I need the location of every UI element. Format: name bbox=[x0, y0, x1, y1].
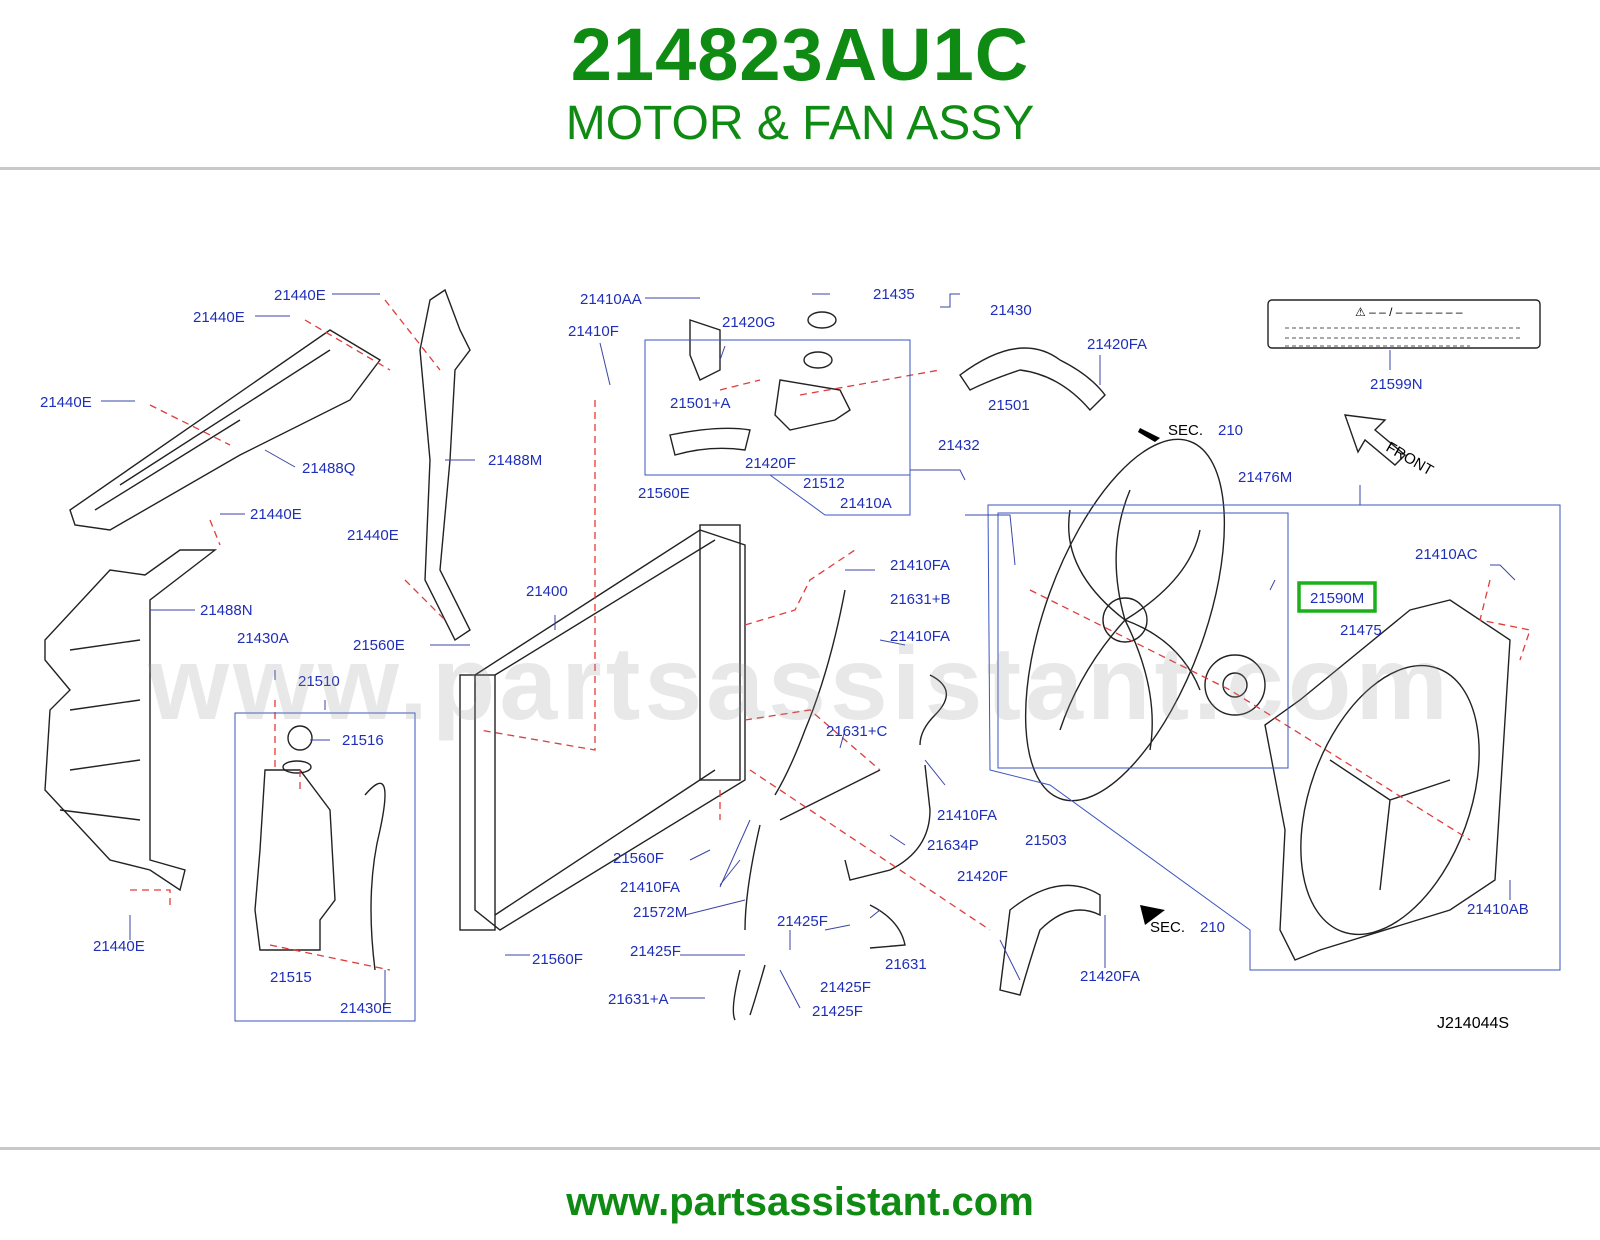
reservoir-tank bbox=[254, 725, 386, 971]
fan-shroud bbox=[1264, 599, 1511, 961]
label-21425F: 21425F bbox=[630, 943, 681, 960]
label-21510: 21510 bbox=[298, 673, 340, 690]
front-label: FRONT bbox=[1383, 439, 1436, 480]
label-21572M: 21572M bbox=[633, 904, 687, 921]
upper-hose bbox=[669, 347, 1106, 456]
sec-ref-label: SEC. bbox=[1150, 919, 1185, 936]
label-21410F: 21410F bbox=[568, 323, 619, 340]
label-21560E: 21560E bbox=[353, 637, 405, 654]
label-21631+C: 21631+C bbox=[826, 723, 887, 740]
label-21410AB: 21410AB bbox=[1467, 901, 1529, 918]
small-hoses bbox=[732, 589, 947, 1021]
leader-lines bbox=[101, 293, 1516, 1009]
label-21631+B: 21631+B bbox=[890, 591, 950, 608]
label-21420F: 21420F bbox=[745, 455, 796, 472]
sec-ref-number: 210 bbox=[1200, 919, 1225, 936]
website-footer[interactable]: www.partsassistant.com bbox=[566, 1180, 1034, 1224]
label-21475: 21475 bbox=[1340, 622, 1382, 639]
group-boxes bbox=[234, 339, 1561, 1022]
header-divider bbox=[0, 167, 1600, 170]
part-number-title: 214823AU1C bbox=[570, 13, 1030, 96]
highlight-box-21590M bbox=[1297, 581, 1377, 613]
label-21400: 21400 bbox=[526, 583, 568, 600]
fan-motor-assy bbox=[1024, 438, 1266, 802]
label-21501+A: 21501+A bbox=[670, 395, 730, 412]
label-21410AC: 21410AC bbox=[1415, 546, 1478, 563]
label-21410A: 21410A bbox=[840, 495, 892, 512]
label-21503: 21503 bbox=[1025, 832, 1067, 849]
label-21590M: 21590M bbox=[1310, 590, 1364, 607]
air-guide-upper bbox=[69, 329, 382, 531]
caution-label-symbol: ⚠ – – / – – – – – – – bbox=[1355, 305, 1463, 319]
label-21420F: 21420F bbox=[957, 868, 1008, 885]
label-21501: 21501 bbox=[988, 397, 1030, 414]
label-21410FA: 21410FA bbox=[620, 879, 680, 896]
label-21430: 21430 bbox=[990, 302, 1032, 319]
thermostat-housing bbox=[689, 311, 851, 431]
footer-divider bbox=[0, 1147, 1600, 1150]
label-21599N: 21599N bbox=[1370, 376, 1423, 393]
label-21516: 21516 bbox=[342, 732, 384, 749]
diagram-code: J214044S bbox=[1437, 1015, 1509, 1032]
sec-arrows bbox=[1138, 428, 1165, 925]
label-21515: 21515 bbox=[270, 969, 312, 986]
label-21476M: 21476M bbox=[1238, 469, 1292, 486]
label-21488N: 21488N bbox=[200, 602, 253, 619]
label-21631+A: 21631+A bbox=[608, 991, 668, 1008]
label-21430A: 21430A bbox=[237, 630, 289, 647]
label-21440E: 21440E bbox=[193, 309, 245, 326]
caution-label-plate bbox=[1267, 299, 1541, 349]
label-21560F: 21560F bbox=[532, 951, 583, 968]
assembly-lines bbox=[130, 299, 1531, 971]
parts-diagram: 21440E 21440E 21440E 21440E 21440E 21440… bbox=[40, 286, 1561, 1032]
label-21420FA: 21420FA bbox=[1087, 336, 1147, 353]
label-21432: 21432 bbox=[938, 437, 980, 454]
label-21435: 21435 bbox=[873, 286, 915, 303]
label-21425F: 21425F bbox=[812, 1003, 863, 1020]
label-21425F: 21425F bbox=[777, 913, 828, 930]
label-21440E: 21440E bbox=[93, 938, 145, 955]
radiator-core bbox=[459, 524, 746, 931]
label-21488Q: 21488Q bbox=[302, 460, 355, 477]
label-21560E: 21560E bbox=[638, 485, 690, 502]
label-21420FA: 21420FA bbox=[1080, 968, 1140, 985]
label-21425F: 21425F bbox=[820, 979, 871, 996]
label-21488M: 21488M bbox=[488, 452, 542, 469]
front-arrow bbox=[1343, 414, 1407, 466]
lower-hose bbox=[999, 884, 1101, 996]
sec-ref-label: SEC. bbox=[1168, 422, 1203, 439]
label-21410FA: 21410FA bbox=[890, 628, 950, 645]
label-21420G: 21420G bbox=[722, 314, 775, 331]
label-21410FA: 21410FA bbox=[890, 557, 950, 574]
label-21440E: 21440E bbox=[274, 287, 326, 304]
radiator-side-seal bbox=[419, 288, 471, 642]
part-name-subtitle: MOTOR & FAN ASSY bbox=[565, 97, 1035, 150]
label-21512: 21512 bbox=[803, 475, 845, 492]
sec-ref-number: 210 bbox=[1218, 422, 1243, 439]
label-21440E: 21440E bbox=[347, 527, 399, 544]
label-21634P: 21634P bbox=[927, 837, 979, 854]
part-labels: 21440E 21440E 21440E 21440E 21440E 21440… bbox=[40, 286, 1529, 1032]
label-21440E: 21440E bbox=[250, 506, 302, 523]
label-21410FA: 21410FA bbox=[937, 807, 997, 824]
label-21430E: 21430E bbox=[340, 1000, 392, 1017]
label-21440E: 21440E bbox=[40, 394, 92, 411]
air-guide-lower bbox=[44, 549, 218, 892]
label-21631: 21631 bbox=[885, 956, 927, 973]
label-21560F: 21560F bbox=[613, 850, 664, 867]
label-21410AA: 21410AA bbox=[580, 291, 642, 308]
